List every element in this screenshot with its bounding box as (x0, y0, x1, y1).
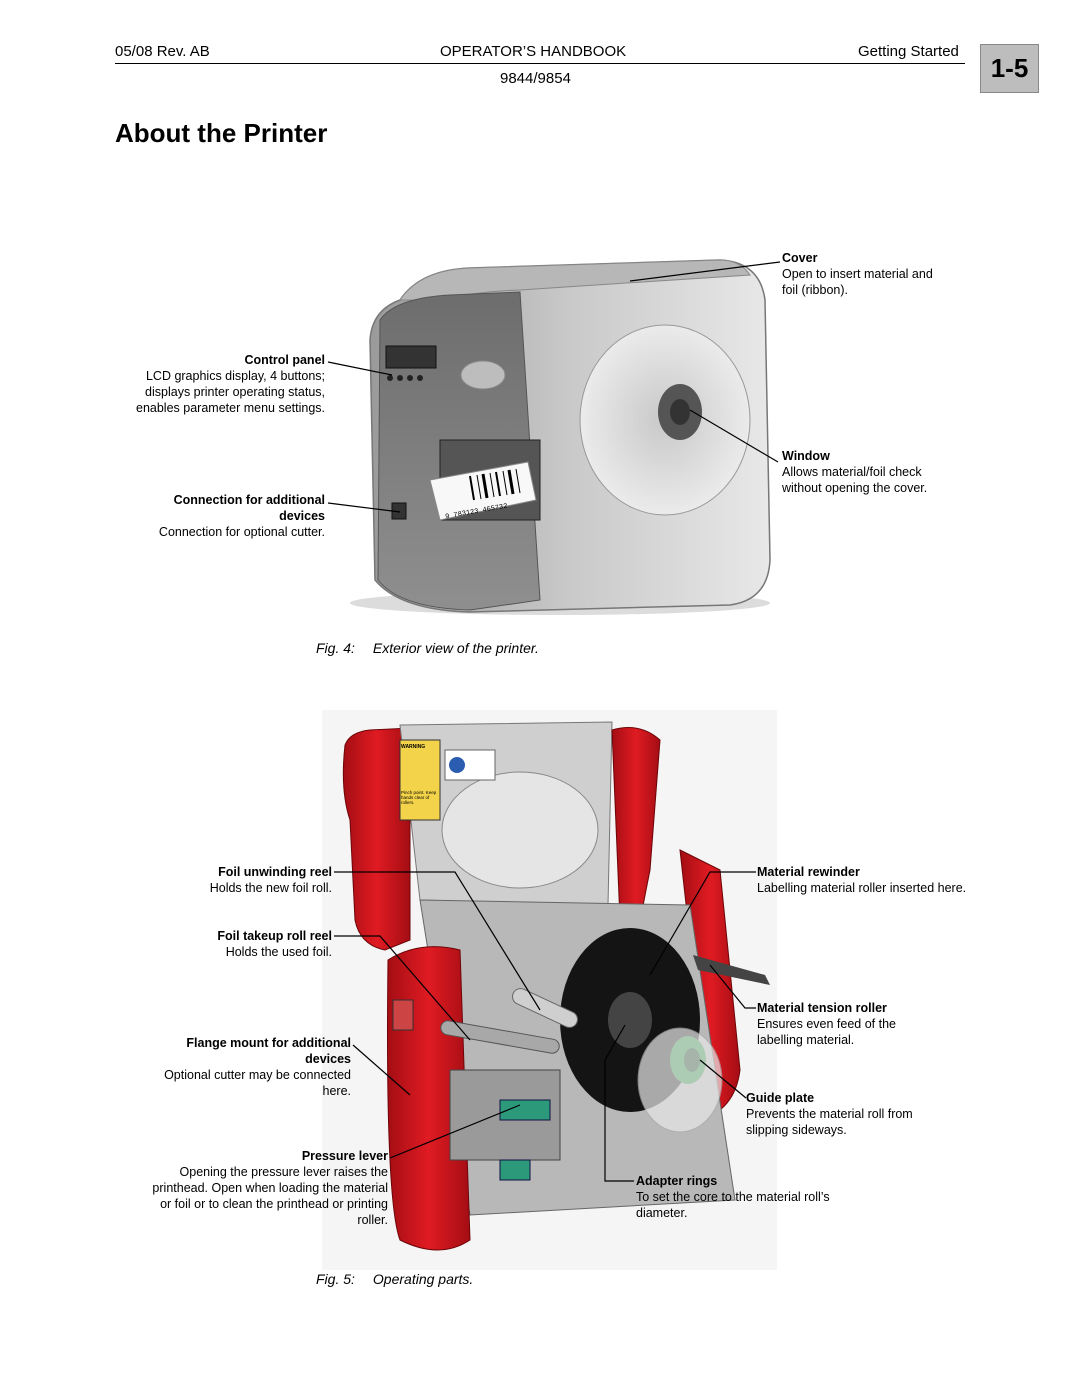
warning-label: WARNING (401, 744, 426, 750)
fig4-caption: Fig. 4:Exterior view of the printer. (316, 640, 539, 656)
header-handbook: OPERATOR’S HANDBOOK (440, 43, 627, 60)
header-rule (115, 63, 965, 64)
page-title: About the Printer (115, 118, 328, 148)
header-section: Getting Started (858, 43, 959, 60)
pinch-point-label: Pinch point. Keep hands clear of rollers… (401, 790, 437, 805)
barcode (469, 468, 521, 501)
header-revision: 05/08 Rev. AB (115, 43, 210, 60)
header-model: 9844/9854 (500, 70, 571, 87)
page-tab: 1-5 (980, 44, 1039, 93)
fig5-caption: Fig. 5:Operating parts. (316, 1271, 474, 1287)
